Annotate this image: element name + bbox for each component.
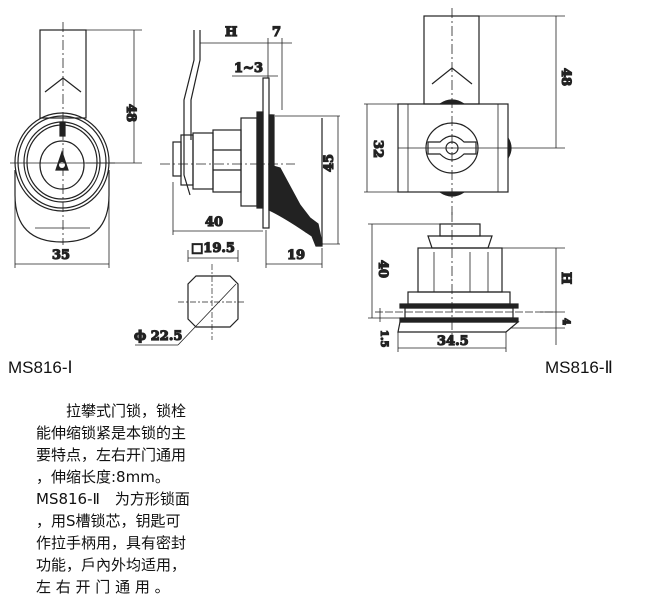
dim-face-32: 32 [370,140,385,158]
description-line: 拉攀式门锁，锁栓 [36,402,187,420]
dim-diameter-22-5: ϕ 22.5 [134,329,182,344]
side-view-ms816-2 [368,212,565,352]
front-view-ms816-2 [364,8,565,215]
dim-H: H [225,25,237,40]
description-line: 功能，戶內外均适用， [36,556,187,574]
description-line: 左 右 开 门 通 用 。 [36,578,170,596]
dim-width-34-5: 34.5 [437,334,469,349]
dim-height-40: 40 [375,260,390,278]
description-text: 拉攀式门锁，锁栓 能伸缩锁紧是本锁的主 要特点，左右开门通用 ，伸缩长度:8mm… [36,400,214,598]
panel-cutout [135,250,246,346]
dim-square-19-5: □19.5 [191,241,235,256]
description-line: MS816-Ⅱ 为方形锁面 [36,490,190,508]
dim-H-2: H [558,272,573,284]
dim-tongue-19: 19 [287,248,305,263]
front-view-ms816-1 [10,22,142,268]
dim-base-1-5: 1.5 [378,330,389,347]
dim-plate-7: 7 [272,25,281,40]
description-line: 能伸缩锁紧是本锁的主 [36,424,187,442]
caption-model-1: MS816-Ⅰ [8,358,73,377]
dim-tongue-45: 45 [322,154,337,172]
description-line: ，用S槽锁芯，钥匙可 [36,512,181,530]
dim-height-48-2: 48 [558,68,573,86]
description-line: ，伸缩长度:8mm。 [36,468,170,486]
dim-height-48: 48 [123,104,138,122]
description-line: 作拉手柄用，具有密封 [36,534,187,552]
dim-width-35: 35 [52,248,70,263]
side-view-ms816-1 [160,30,340,268]
dim-gasket-4: 4 [560,318,571,325]
description-line: 要特点，左右开门通用 [36,446,187,464]
dim-panel-1-3: 1~3 [234,61,263,76]
dim-length-40: 40 [205,215,223,230]
caption-model-2: MS816-Ⅱ [545,358,613,377]
